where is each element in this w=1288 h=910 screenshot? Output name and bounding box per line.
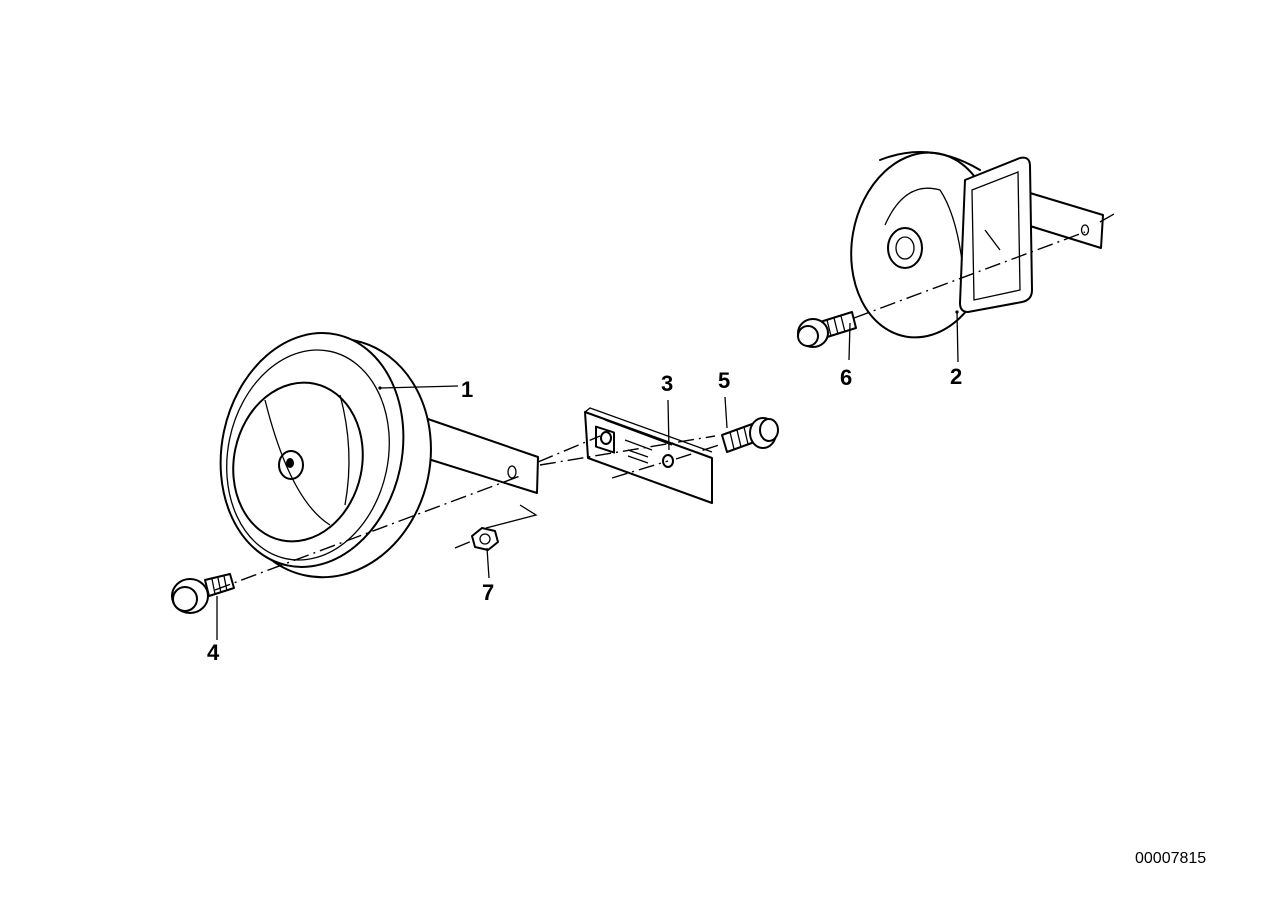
screw-5-part[interactable]	[721, 417, 779, 453]
callout-3: 3	[661, 371, 673, 396]
callout-4: 4	[207, 640, 220, 665]
callout-7: 7	[482, 580, 494, 605]
callout-1: 1	[461, 377, 473, 402]
horn-1-part[interactable]	[199, 316, 539, 596]
nut-7-part[interactable]	[471, 527, 499, 551]
document-number: 00007815	[1135, 850, 1206, 867]
callout-2: 2	[950, 364, 962, 389]
callout-5: 5	[718, 368, 730, 393]
leader-lines	[216, 310, 959, 640]
bolt-4-part[interactable]	[171, 573, 235, 614]
callout-6: 6	[840, 365, 852, 390]
horn-2-part[interactable]	[837, 141, 1104, 348]
center-lines	[214, 213, 1115, 591]
bracket-3-part[interactable]	[584, 407, 713, 504]
screw-6-part[interactable]	[797, 311, 857, 348]
